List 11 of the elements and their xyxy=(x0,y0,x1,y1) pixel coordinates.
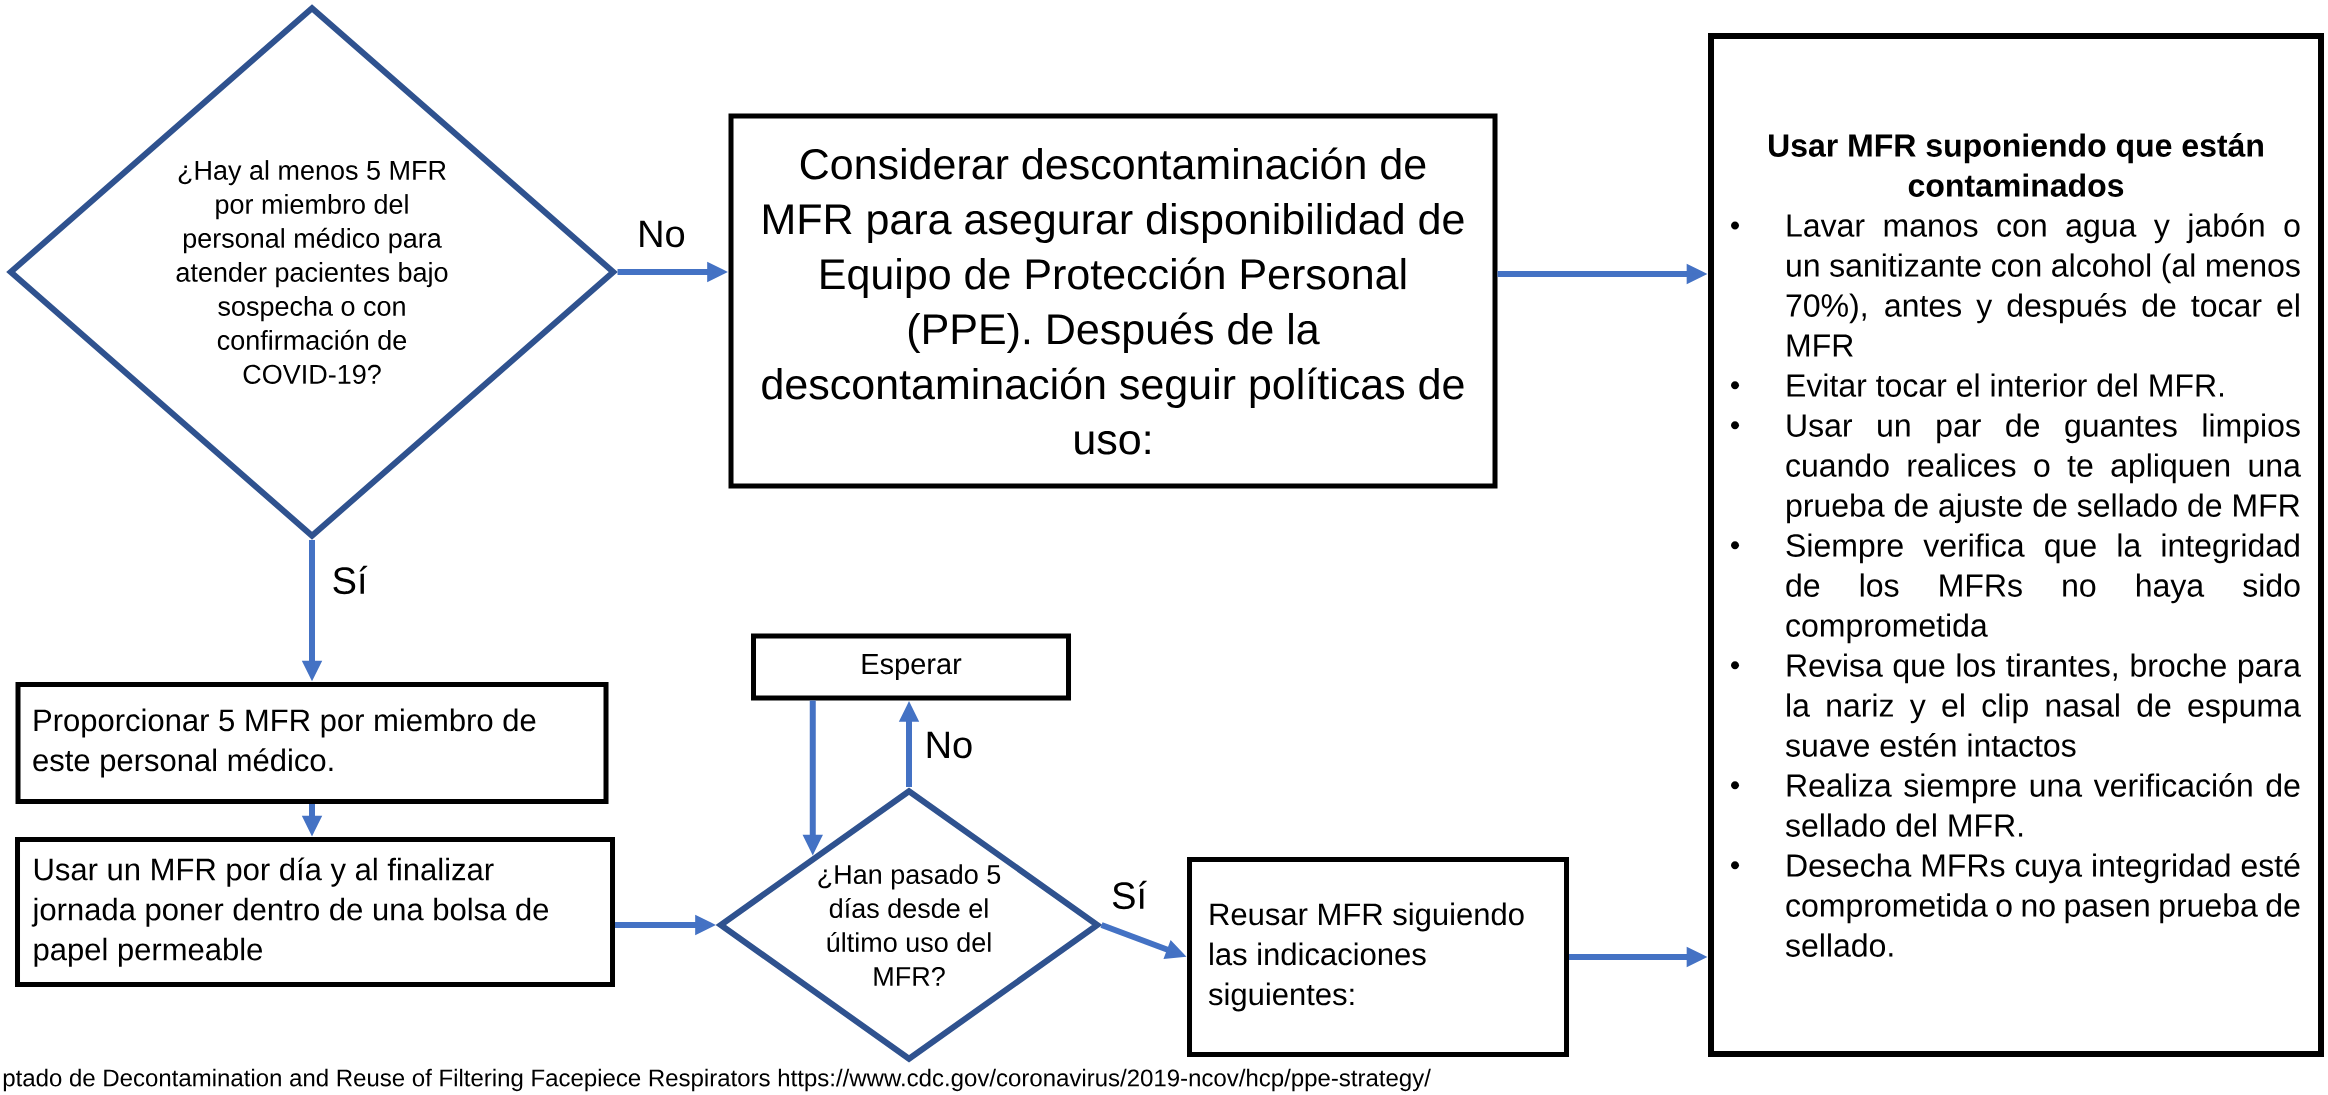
caption: ptado de Decontamination and Reuse of Filtering Facepiece Respirators https://www.cdc.gov/coronavirus/2019-ncov/hcp/ppe-strategy/ xyxy=(3,1068,1431,1092)
process-box: Esperar xyxy=(751,633,1071,701)
process-box: Reusar MFR siguiendo las indicaciones siguientes: xyxy=(1187,857,1569,1057)
process-box: Considerar descontaminación de MFR para asegurar disponibilidad de Equipo de Protección Personal (PPE). Después de la descontaminación seguir políticas de uso: xyxy=(728,113,1498,489)
edge-label: Sí xyxy=(333,565,368,595)
process-box: Proporcionar 5 MFR por miembro de este personal médico. xyxy=(15,682,609,804)
edge-label: No xyxy=(640,220,685,248)
instruction-box: Usar MFR suponiendo que están contaminados Lavar manos con agua y jabón o un sanitizante con alcohol (al menos 70%), antes y después de tocar el MFR Evitar tocar el interior del MFR. Usar un par de guantes limpios cuando realices o te apliquen una prueba de ajuste de sellado de MFR Siempre verifica que la integridad de los MFRs no haya sido comprometida Revisa que los tirantes, broche para la nariz y el clip nasal de espuma suave estén intactos Realiza siempre una verificación de sellado del MFR. Desecha MFRs cuya integridad esté comprometida o no pasen prueba de sellado. xyxy=(1708,33,2324,1057)
edge-label: No xyxy=(927,731,972,759)
edge-label: Sí xyxy=(1112,880,1147,910)
process-box: Usar un MFR por día y al finalizar jornada poner dentro de una bolsa de papel permeable xyxy=(15,837,615,987)
